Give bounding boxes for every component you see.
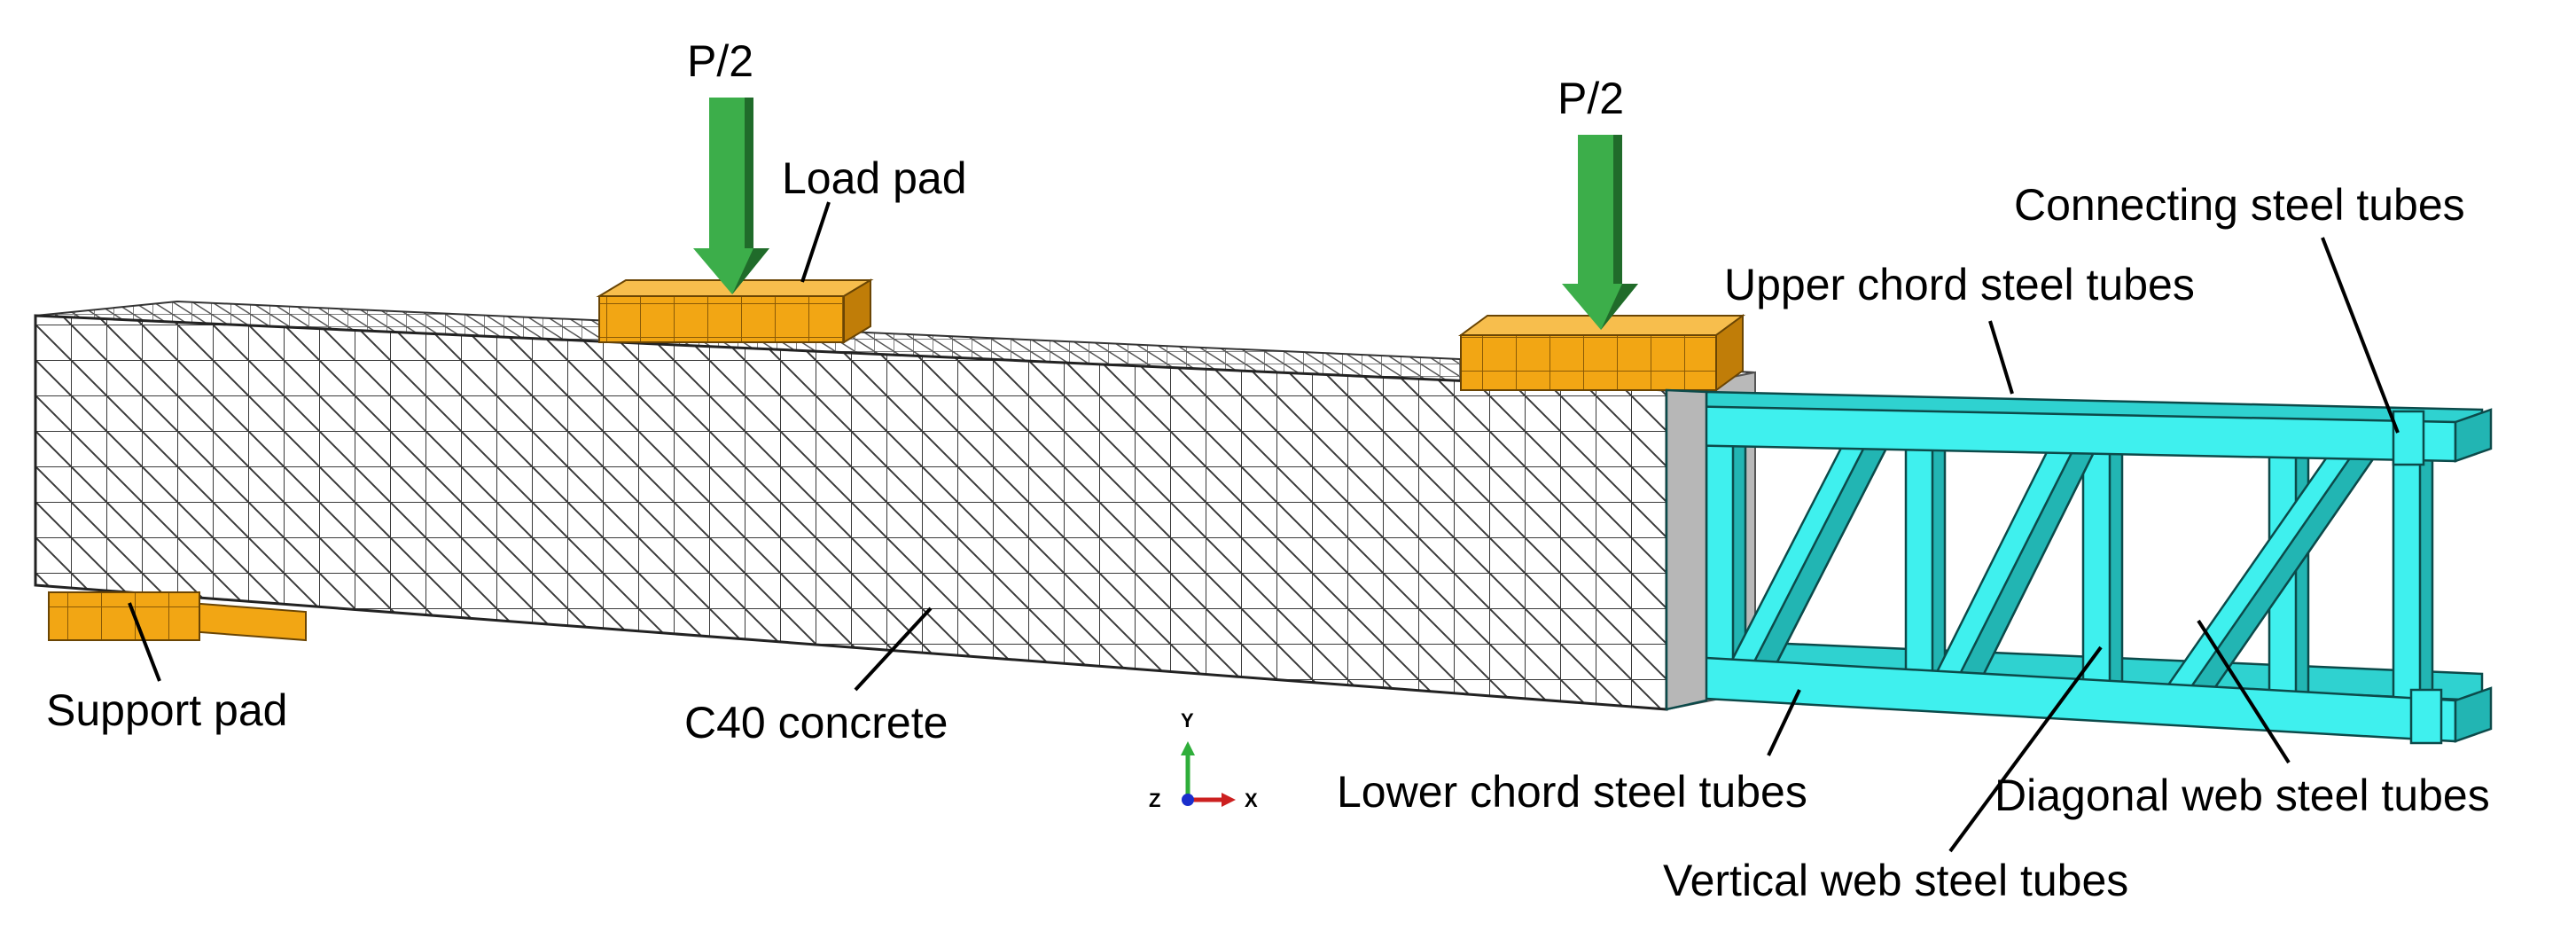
load-label-right: P/2 [1557, 74, 1624, 123]
load-pad-label: Load pad [782, 153, 967, 203]
labels: P/2 P/2 Load pad Support pad C40 concret… [46, 36, 2490, 905]
concrete-label: C40 concrete [684, 698, 948, 747]
support-pad-label: Support pad [46, 685, 287, 735]
diagonal-web-label: Diagonal web steel tubes [1994, 771, 2490, 820]
triad-x-label: X [1245, 789, 1258, 811]
leader-support-pad [128, 602, 161, 682]
vertical-web-label: Vertical web steel tubes [1663, 856, 2128, 905]
connecting-steel-tubes [2392, 410, 2443, 745]
leader-concrete [854, 606, 933, 692]
leader-diagonal-web [2197, 619, 2291, 764]
leader-lower-chord [1767, 689, 1801, 756]
leader-connecting [2321, 237, 2400, 434]
leader-vertical-web [1948, 646, 2103, 853]
load-label-left: P/2 [687, 36, 753, 86]
upper-chord-label: Upper chord steel tubes [1724, 260, 2195, 309]
load-arrow-right [1562, 135, 1638, 330]
connecting-label: Connecting steel tubes [2014, 180, 2465, 230]
truss-end-plate [1665, 388, 1708, 711]
load-pad-left [596, 278, 874, 344]
diagonal-web-tubes [1727, 424, 2389, 700]
leader-upper-chord [1988, 320, 2014, 395]
steel-truss [1665, 388, 2493, 745]
leader-lines [128, 201, 2400, 853]
lower-chord-label: Lower chord steel tubes [1337, 767, 1807, 817]
leader-load-pad [800, 201, 831, 283]
triad-z-label: Z [1149, 789, 1160, 811]
coordinate-triad: Y X Z [1149, 709, 1258, 811]
triad-y-label: Y [1181, 709, 1194, 732]
support-pad [48, 591, 307, 642]
load-arrow-left [693, 98, 769, 294]
